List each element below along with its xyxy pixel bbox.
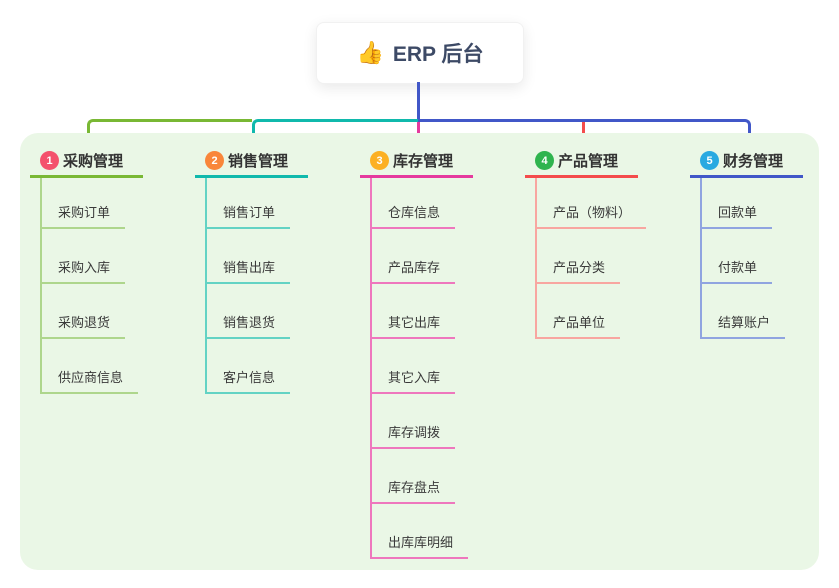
branch-header-sales-mgmt[interactable]: 2 销售管理 — [195, 146, 309, 178]
branch-header-product-mgmt[interactable]: 4 产品管理 — [525, 146, 639, 178]
node-product-stock[interactable]: 产品库存 — [370, 229, 456, 284]
branch-header-purchase-mgmt[interactable]: 1 采购管理 — [30, 146, 144, 178]
node-settlement-account[interactable]: 结算账户 — [700, 284, 786, 339]
branch-children: 仓库信息 产品库存 其它出库 其它入库 库存调拨 库存盘点 出库库明细 — [370, 178, 469, 559]
thumbs-up-icon: 👍 — [356, 40, 384, 65]
node-product-unit[interactable]: 产品单位 — [535, 284, 621, 339]
branch-label: 采购管理 — [63, 153, 124, 170]
badge-3: 3 — [370, 151, 389, 170]
branch-children: 产品（物料） 产品分类 产品单位 — [535, 178, 647, 339]
node-warehouse-info[interactable]: 仓库信息 — [370, 178, 456, 229]
branch-product-mgmt: 4 产品管理 产品（物料） 产品分类 产品单位 — [525, 146, 685, 339]
branch-header-inventory-mgmt[interactable]: 3 库存管理 — [360, 146, 474, 178]
root-node-erp-backend[interactable]: 👍 ERP 后台 — [316, 22, 524, 84]
node-sales-outbound[interactable]: 销售出库 — [205, 229, 291, 284]
node-product-category[interactable]: 产品分类 — [535, 229, 621, 284]
branch-header-finance-mgmt[interactable]: 5 财务管理 — [690, 146, 804, 178]
branch-children: 销售订单 销售出库 销售退货 客户信息 — [205, 178, 291, 394]
root-title: ERP 后台 — [392, 43, 484, 66]
connector-branch-1 — [87, 119, 252, 145]
branch-label: 库存管理 — [393, 153, 454, 170]
badge-4: 4 — [535, 151, 554, 170]
node-product-material[interactable]: 产品（物料） — [535, 178, 647, 229]
node-stock-taking[interactable]: 库存盘点 — [370, 449, 456, 504]
node-purchase-order[interactable]: 采购订单 — [40, 178, 126, 229]
badge-2: 2 — [205, 151, 224, 170]
branch-inventory-mgmt: 3 库存管理 仓库信息 产品库存 其它出库 其它入库 库存调拨 库存盘点 出库库… — [360, 146, 520, 559]
node-payment-doc[interactable]: 付款单 — [700, 229, 773, 284]
branch-purchase-mgmt: 1 采购管理 采购订单 采购入库 采购退货 供应商信息 — [30, 146, 190, 394]
branch-sales-mgmt: 2 销售管理 销售订单 销售出库 销售退货 客户信息 — [195, 146, 355, 394]
branches-board — [20, 133, 819, 570]
node-supplier-info[interactable]: 供应商信息 — [40, 339, 139, 394]
connector-branch-5 — [418, 119, 751, 145]
node-sales-order[interactable]: 销售订单 — [205, 178, 291, 229]
node-customer-info[interactable]: 客户信息 — [205, 339, 291, 394]
node-outbound-detail[interactable]: 出库库明细 — [370, 504, 469, 559]
node-purchase-return[interactable]: 采购退货 — [40, 284, 126, 339]
node-other-outbound[interactable]: 其它出库 — [370, 284, 456, 339]
badge-5: 5 — [700, 151, 719, 170]
node-stock-transfer[interactable]: 库存调拨 — [370, 394, 456, 449]
root-stem-line — [417, 82, 420, 119]
node-sales-return[interactable]: 销售退货 — [205, 284, 291, 339]
badge-1: 1 — [40, 151, 59, 170]
node-other-inbound[interactable]: 其它入库 — [370, 339, 456, 394]
branch-label: 财务管理 — [723, 153, 784, 170]
node-purchase-inbound[interactable]: 采购入库 — [40, 229, 126, 284]
branch-label: 销售管理 — [228, 153, 289, 170]
branch-children: 回款单 付款单 结算账户 — [700, 178, 786, 339]
node-receipt-doc[interactable]: 回款单 — [700, 178, 773, 229]
branch-label: 产品管理 — [558, 153, 619, 170]
branch-children: 采购订单 采购入库 采购退货 供应商信息 — [40, 178, 139, 394]
connector-branch-2 — [252, 119, 418, 145]
branch-finance-mgmt: 5 财务管理 回款单 付款单 结算账户 — [690, 146, 839, 339]
